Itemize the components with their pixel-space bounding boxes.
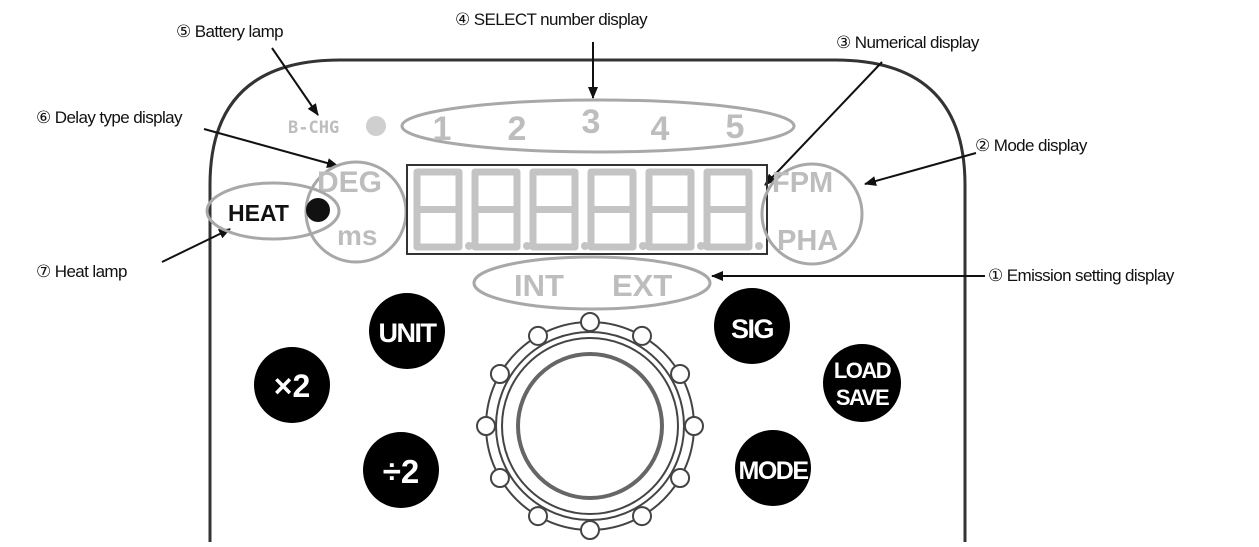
sig-button[interactable]: SIG <box>714 288 790 364</box>
select-number-3: 3 <box>582 103 601 141</box>
select-number-5: 5 <box>726 108 745 146</box>
mode-button-label: MODE <box>739 457 809 485</box>
knob-notch <box>670 468 691 488</box>
battery-lamp-indicator <box>366 116 386 136</box>
unit-button-label: UNIT <box>379 318 438 348</box>
device-outline <box>208 58 967 542</box>
decimal-point <box>581 242 589 250</box>
sig-button-label: SIG <box>731 314 774 344</box>
battery-label: B-CHG <box>288 118 339 138</box>
divide-two-button-label: ÷2 <box>383 453 419 490</box>
load-save-button[interactable]: LOAD SAVE <box>823 344 901 422</box>
mode-button[interactable]: MODE <box>735 430 811 506</box>
delay-type-ms: ms <box>337 220 377 251</box>
segment-digit <box>529 168 589 251</box>
heat-lamp-label: HEAT <box>228 200 289 226</box>
numerical-display-frame <box>406 164 768 255</box>
callout-numerical-display: ③ Numerical display <box>836 33 979 52</box>
load-button-label: LOAD <box>834 358 891 383</box>
times-two-button[interactable]: ×2 <box>254 347 330 423</box>
heat-lamp-indicator <box>306 198 330 222</box>
arrow-numerical <box>764 61 883 186</box>
callout-delay-type-display: ⑥ Delay type display <box>36 108 183 127</box>
segment-digit <box>413 168 473 251</box>
arrow-mode <box>864 152 977 186</box>
knob-notch <box>528 506 548 527</box>
knob-notch <box>476 416 496 436</box>
callout-mode-display: ② Mode display <box>975 136 1087 155</box>
knob-notch <box>684 416 704 436</box>
mode-annotation-ring <box>760 162 864 266</box>
decimal-point <box>755 242 763 250</box>
knob-notch <box>489 468 510 488</box>
rotary-knob[interactable] <box>516 352 664 500</box>
knob-notch <box>580 312 600 332</box>
knob-notch <box>632 506 652 527</box>
knob-notch <box>670 364 691 384</box>
callout-select-number-display: ④ SELECT number display <box>455 10 648 29</box>
knob-notch-group <box>476 312 704 540</box>
select-number-2: 2 <box>508 110 527 148</box>
emission-ext: EXT <box>612 268 672 303</box>
divide-two-button[interactable]: ÷2 <box>363 432 439 508</box>
heat-lamp-annotation-ring <box>205 181 341 241</box>
knob-notch <box>489 364 510 384</box>
select-number-1: 1 <box>433 110 452 148</box>
unit-button[interactable]: UNIT <box>369 293 445 369</box>
knob-notch <box>632 325 652 346</box>
decimal-point <box>697 242 705 250</box>
mode-pha: PHA <box>777 225 838 257</box>
times-two-button-label: ×2 <box>274 368 310 404</box>
arrow-delay <box>203 128 339 168</box>
segment-digit <box>587 168 647 251</box>
select-number-annotation-ring <box>400 98 796 154</box>
emission-int: INT <box>514 268 564 303</box>
mode-fpm: FPM <box>772 167 833 199</box>
callout-battery-lamp: ⑤ Battery lamp <box>176 22 284 41</box>
arrow-heat <box>161 228 231 263</box>
delay-type-deg: DEG <box>317 166 382 199</box>
decimal-point <box>639 242 647 250</box>
decimal-point <box>465 242 473 250</box>
callout-emission-setting-display: ① Emission setting display <box>988 266 1174 285</box>
segment-digit <box>645 168 705 251</box>
rotary-knob-inner-ring <box>501 337 679 515</box>
arrow-battery <box>271 47 319 116</box>
knob-notch <box>528 325 548 346</box>
decimal-point <box>523 242 531 250</box>
save-button-label: SAVE <box>836 385 889 410</box>
knob-notch <box>580 520 600 540</box>
select-number-4: 4 <box>651 110 670 148</box>
segment-digit <box>703 168 763 251</box>
callout-heat-lamp: ⑦ Heat lamp <box>36 262 127 281</box>
segment-digit <box>471 168 531 251</box>
segment-digit-group <box>413 168 763 251</box>
emission-annotation-ring <box>472 255 712 311</box>
